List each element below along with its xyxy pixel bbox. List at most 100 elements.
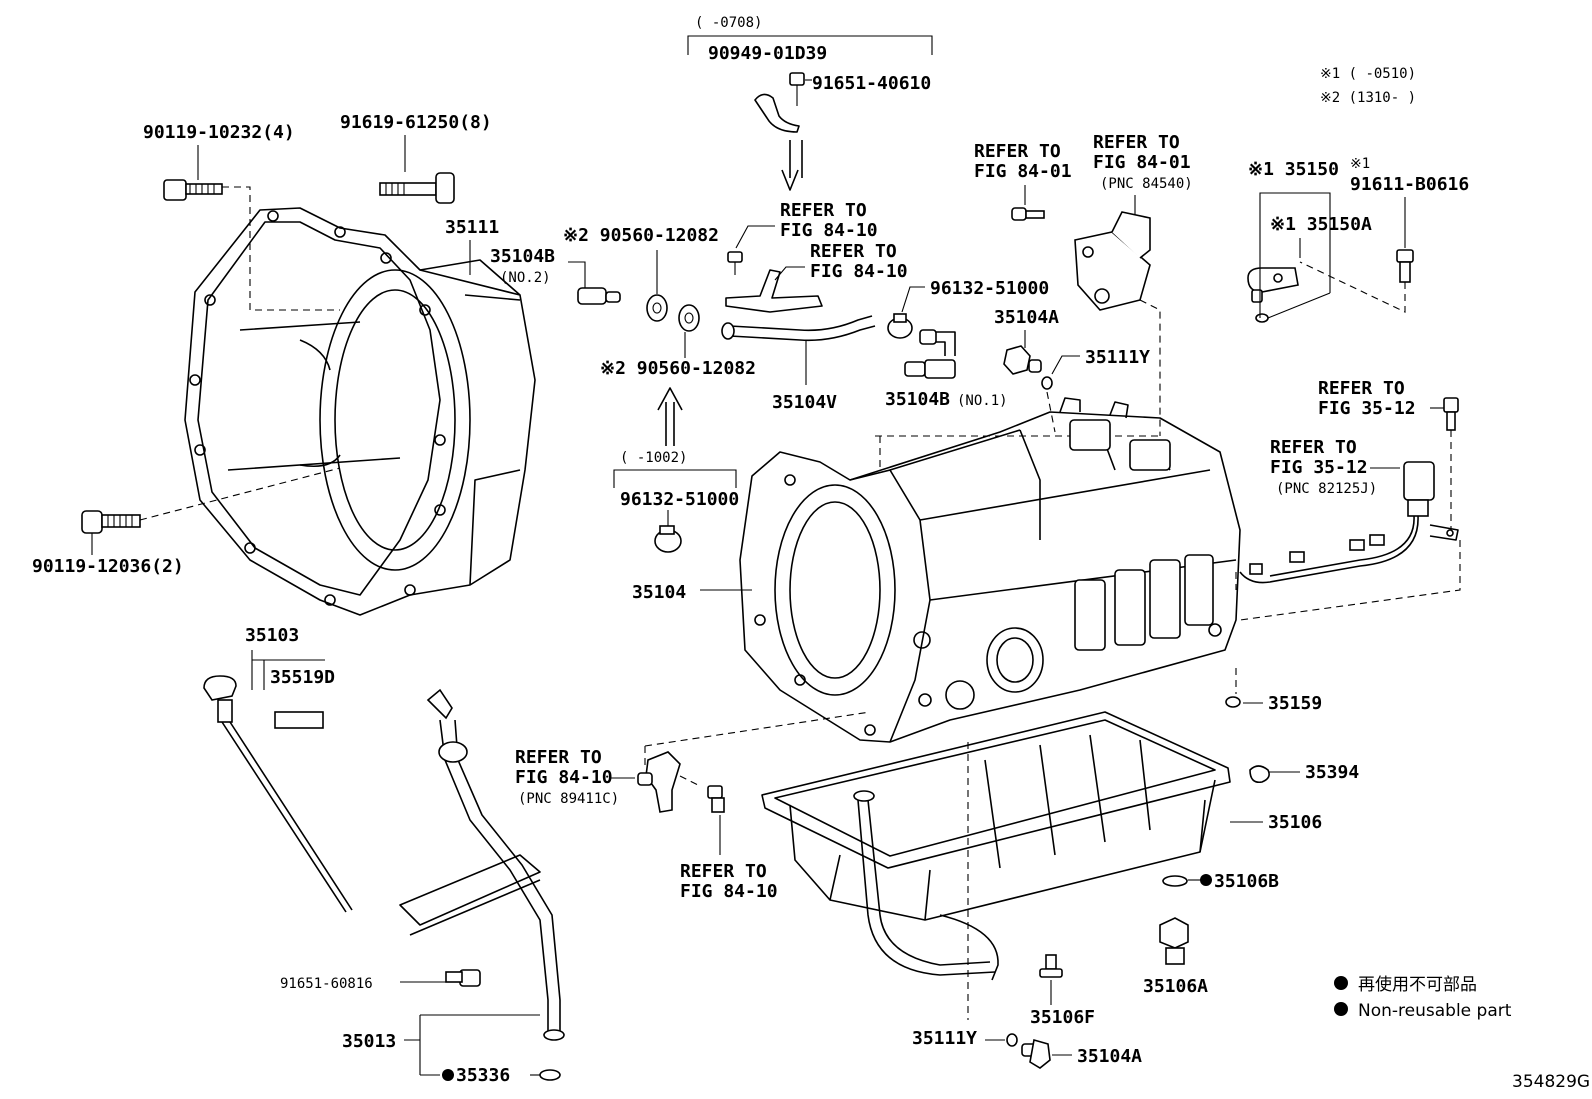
label-refer-8410-b1: REFER TO [810, 241, 897, 262]
label-96132-51000-b: 96132-51000 [620, 489, 739, 510]
bolt-refer-8410-d [707, 785, 725, 813]
transmission-case-35104 [739, 397, 1241, 743]
arrow-up-1 [657, 387, 683, 446]
tag-35519d [274, 711, 324, 729]
plug-35104a-bot [1021, 1038, 1051, 1069]
label-35106: 35106 [1268, 812, 1322, 833]
label-91651-60816: 91651-60816 [280, 976, 373, 992]
label-91611-b0616: 91611-B0616 [1350, 174, 1469, 195]
clamp-96132-b [654, 525, 682, 553]
dash-91611 [1299, 261, 1406, 313]
plug-35104b-no2 [577, 287, 621, 305]
label-96132-51000-a: 96132-51000 [930, 278, 1049, 299]
harness-refer-3512 [1239, 461, 1459, 584]
label-35111: 35111 [445, 217, 499, 238]
label-91651-40610: 91651-40610 [812, 73, 931, 94]
diagram-id: 354829G [1512, 1072, 1590, 1092]
label-refer-3512-a1: REFER TO [1318, 378, 1405, 399]
bracket-refer-8410-b [725, 269, 823, 313]
bolt-refer-3512-a [1443, 397, 1459, 431]
label-35104: 35104 [632, 582, 686, 603]
dipstick-35103 [203, 675, 353, 913]
label-refer-8410-a1: REFER TO [780, 200, 867, 221]
oring-35336 [539, 1069, 561, 1081]
label-35104a-bot: 35104A [1077, 1046, 1142, 1067]
label-35111y-bot: 35111Y [912, 1028, 977, 1049]
label-refer-8401-b1: REFER TO [1093, 132, 1180, 153]
dash-35104a-top [1046, 391, 1056, 433]
label-refer-3512-b2: FIG 35-12 [1270, 457, 1368, 478]
dash-bolt-bottom [139, 467, 341, 521]
label-35519d: 35519D [270, 667, 335, 688]
label-35159: 35159 [1268, 693, 1322, 714]
fitting-35104b-no1 [904, 329, 956, 379]
legend-dot-jp [1334, 976, 1348, 990]
note-2: ※2 (1310- ) [1320, 90, 1416, 106]
label-refer-8410-c2: FIG 84-10 [515, 767, 613, 788]
label-35106f: 35106F [1030, 1007, 1095, 1028]
filler-tube-35013 [399, 688, 565, 1041]
dash-harness-to-case [1235, 540, 1461, 621]
washer-90560-a [646, 294, 668, 322]
legend-jp: 再使用不可部品 [1358, 974, 1477, 995]
label-35104v: 35104V [772, 392, 837, 413]
note-1: ※1 ( -0510) [1320, 66, 1416, 82]
clamp-96132-a [887, 313, 913, 339]
label-35104b-no2-sub: (NO.2) [500, 270, 551, 286]
label-35394: 35394 [1305, 762, 1359, 783]
label-90560-12082-bot: ※2 90560-12082 [600, 358, 756, 379]
bolt-91651-40610 [789, 72, 812, 106]
label-refer-8410-b2: FIG 84-10 [810, 261, 908, 282]
gasket-35106b [1162, 875, 1188, 887]
magnet-35394 [1249, 765, 1270, 784]
label-refer-8401-a1: REFER TO [974, 141, 1061, 162]
bolt-91619-61250 [379, 172, 455, 204]
label-35111y-top: 35111Y [1085, 347, 1150, 368]
label-refer-8410-c3: (PNC 89411C) [518, 791, 619, 807]
oring-35111y-bot [1006, 1033, 1018, 1047]
dash-sensor-to-case [1139, 299, 1161, 436]
dash-bolts-to-housing [222, 186, 340, 311]
label-91619-61250: 91619-61250(8) [340, 112, 492, 133]
strainer-pipe [853, 790, 999, 981]
bolt-refer-8401-a [1011, 207, 1045, 221]
label-35103: 35103 [245, 625, 299, 646]
label-90560-12082-top: ※2 90560-12082 [563, 225, 719, 246]
label-35013: 35013 [342, 1031, 396, 1052]
bolt-refer-8410-a [727, 251, 743, 275]
hose-35104v [729, 315, 876, 342]
label-refer-3512-b3: (PNC 82125J) [1276, 481, 1377, 497]
label-refer-3512-a2: FIG 35-12 [1318, 398, 1416, 419]
label-35104b-no2: 35104B [490, 246, 555, 267]
nonreusable-dot-35336 [442, 1069, 454, 1081]
bracket-35103 [251, 650, 325, 690]
plug-35159 [1225, 696, 1241, 708]
oring-35111y-top [1041, 376, 1053, 390]
label-refer-3512-b1: REFER TO [1270, 437, 1357, 458]
bolt-91651-60816 [445, 969, 481, 987]
arrow-down-1 [781, 140, 799, 191]
label-90949-01d39: 90949-01D39 [708, 43, 827, 64]
bolt-90119-12036 [81, 510, 141, 534]
clip-90949 [754, 93, 800, 133]
washer-90560-b [678, 304, 700, 332]
sensor-refer-8401-b [1074, 211, 1151, 311]
legend-en: Non-reusable part [1358, 1001, 1512, 1021]
label-35104b-no1: 35104B [885, 389, 950, 410]
bracket-0708-line [687, 35, 933, 55]
bracket-35150 [1259, 192, 1331, 293]
label-refer-8410-d1: REFER TO [680, 861, 767, 882]
label-35150a: ※1 35150A [1270, 214, 1372, 235]
label-refer-8401-b2: FIG 84-01 [1093, 152, 1191, 173]
label-91611-mark: ※1 [1350, 156, 1370, 172]
label-refer-8410-d2: FIG 84-10 [680, 881, 778, 902]
bolt-35106f [1039, 954, 1063, 978]
bracket-35013 [404, 1014, 540, 1076]
label-35104b-no1-sub: (NO.1) [957, 393, 1008, 409]
label-35150: ※1 35150 [1248, 159, 1339, 180]
drain-plug-35106a [1159, 917, 1189, 965]
sensor-35150a [1247, 267, 1299, 303]
bolt-91611-b0616 [1396, 249, 1414, 283]
label-35106b: 35106B [1214, 871, 1279, 892]
label-bracket-0708: ( -0708) [695, 15, 762, 31]
